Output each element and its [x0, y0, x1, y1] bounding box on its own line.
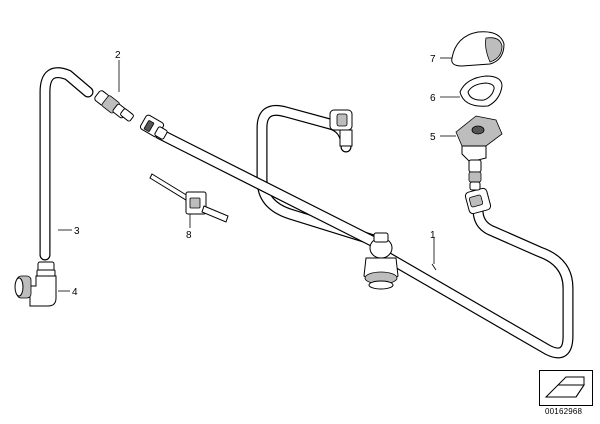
- diagram-id: 00162968: [545, 407, 583, 416]
- gasket-part-6: [459, 75, 503, 107]
- callout-labels: 1 2 3 4 5 6 7 8: [72, 50, 436, 298]
- hose-assembly-part-1: [139, 104, 574, 359]
- cable-tie-part-8: [149, 173, 229, 223]
- sheet-reference-icon: [539, 370, 593, 406]
- check-valve-part-2: [94, 90, 134, 122]
- callout-6: 6: [430, 93, 436, 104]
- callout-1: 1: [430, 230, 436, 241]
- callout-3: 3: [74, 226, 80, 237]
- sheet-reference-arrow-icon: [544, 376, 585, 398]
- cover-cap-part-7: [451, 31, 505, 67]
- callout-4: 4: [72, 287, 78, 298]
- washer-jet-part-5: [455, 115, 503, 191]
- leader-lines: [58, 57, 460, 292]
- callout-8: 8: [186, 230, 192, 241]
- callout-2: 2: [115, 50, 121, 61]
- callout-5: 5: [430, 132, 436, 143]
- hose-part-3: [39, 67, 94, 261]
- elbow-connector-part-4: [14, 261, 57, 307]
- callout-7: 7: [430, 54, 436, 65]
